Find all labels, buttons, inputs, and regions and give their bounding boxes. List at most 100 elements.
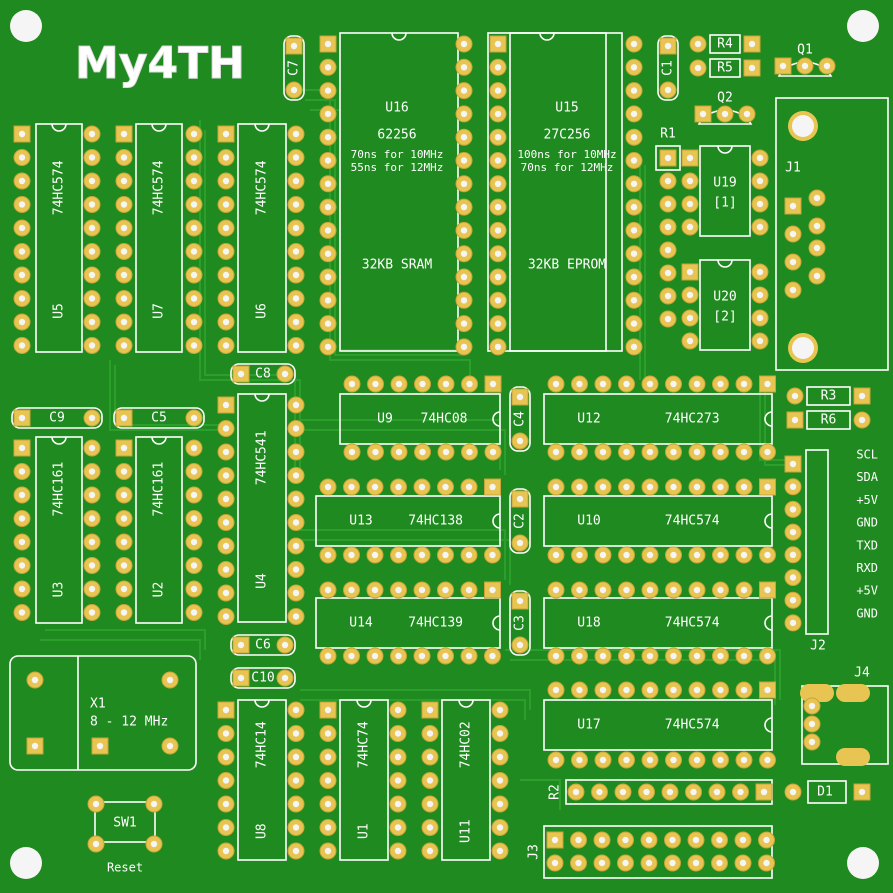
drill-hole [371, 586, 379, 594]
drill-hole [494, 320, 502, 327]
chip-outline [543, 597, 773, 649]
drill-hole [18, 318, 26, 326]
drill-hole [694, 64, 702, 72]
drill-hole [598, 859, 606, 867]
drill-hole [717, 448, 724, 456]
drill-hole [693, 586, 701, 594]
drill-hole [394, 753, 402, 761]
j2-pin-label: GND [856, 606, 878, 620]
drill-hole [222, 472, 230, 479]
drill-hole [18, 585, 26, 593]
drill-hole [693, 551, 701, 559]
drill-hole [664, 315, 672, 323]
resistor-ref-label: R1 [660, 127, 676, 142]
drill-hole [693, 448, 701, 456]
drill-hole [222, 154, 230, 161]
drill-hole [739, 836, 747, 844]
drill-hole [460, 180, 468, 187]
drill-hole [324, 227, 332, 234]
drill-hole [623, 380, 630, 388]
drill-hole [324, 800, 332, 808]
drill-hole [324, 652, 332, 660]
drill-hole [426, 824, 434, 831]
drill-hole [292, 248, 300, 255]
drill-hole [120, 342, 128, 349]
drill-hole [222, 401, 230, 409]
drill-hole [460, 64, 468, 71]
drill-hole [120, 130, 128, 138]
drill-hole [88, 295, 96, 302]
connector-ref-label: J1 [785, 161, 801, 176]
drill-hole [120, 491, 128, 499]
cap-outline [230, 634, 296, 656]
chip-part-label: 74HC541 [255, 430, 270, 485]
cap-c8: C8 [230, 363, 296, 385]
diode-body [807, 780, 847, 804]
diode-d1: D1 [784, 780, 871, 804]
drill-hole [670, 448, 677, 456]
j2-pin-label: GND [856, 516, 878, 530]
drill-hole [292, 295, 300, 302]
drill-hole [599, 756, 607, 764]
transistor-q1: Q1 [774, 43, 836, 77]
cap-ref-label: C10 [251, 671, 274, 686]
drill-hole [292, 613, 300, 620]
cap-outline [113, 407, 205, 429]
drill-hole [645, 836, 653, 844]
drill-hole [630, 87, 638, 94]
cap-ref-label: C4 [513, 411, 528, 427]
drill-hole [18, 444, 26, 452]
drill-hole [496, 824, 504, 831]
drill-hole [694, 40, 702, 48]
chip-part-label: 74HC161 [152, 462, 167, 517]
drill-hole [190, 295, 198, 302]
drill-hole [394, 777, 402, 784]
drill-hole [88, 224, 96, 232]
drill-hole [222, 519, 230, 526]
cap-outline [509, 386, 531, 452]
cap-c2: C2 [509, 488, 531, 554]
connector-ref-label: J2 [810, 639, 826, 654]
chip-part-label: 74HC08 [421, 412, 468, 427]
resistor-ref-label: R5 [717, 61, 733, 76]
drill-hole [442, 551, 449, 559]
drill-hole [619, 788, 627, 796]
drill-hole [292, 753, 300, 761]
drill-hole [494, 203, 502, 211]
drill-hole [88, 585, 96, 593]
drill-hole [460, 297, 468, 304]
drill-hole [489, 586, 496, 594]
drill-hole [516, 641, 524, 649]
drill-hole [496, 777, 504, 784]
drill-hole [466, 380, 473, 388]
drill-hole [789, 202, 797, 210]
drill-hole [324, 157, 332, 164]
cap-ref-label: C7 [287, 60, 302, 76]
connector-outline [775, 97, 889, 371]
drill-hole [465, 551, 473, 559]
drill-hole [551, 859, 559, 867]
drill-hole [789, 460, 797, 468]
drill-hole [789, 506, 797, 513]
drill-hole [88, 318, 96, 326]
mount-hole [792, 115, 814, 137]
chip-note-label: 70ns for 10MHz [351, 148, 444, 161]
drill-hole [190, 342, 198, 349]
drill-hole [552, 551, 560, 559]
drill-hole [670, 686, 677, 694]
drill-hole [324, 40, 332, 48]
drill-hole [120, 177, 128, 185]
drill-hole [516, 495, 524, 503]
drill-hole [699, 110, 707, 118]
pin1-notch [356, 699, 372, 708]
chip-ref-label: U11 [459, 819, 474, 842]
drill-hole [292, 589, 300, 597]
drill-hole [31, 742, 39, 750]
chip-ref-label: U12 [577, 412, 600, 427]
drill-hole [494, 134, 502, 141]
drill-hole [489, 483, 496, 491]
cap-c1: C1 [657, 35, 679, 101]
drill-hole [460, 134, 468, 141]
drill-hole [88, 130, 96, 138]
